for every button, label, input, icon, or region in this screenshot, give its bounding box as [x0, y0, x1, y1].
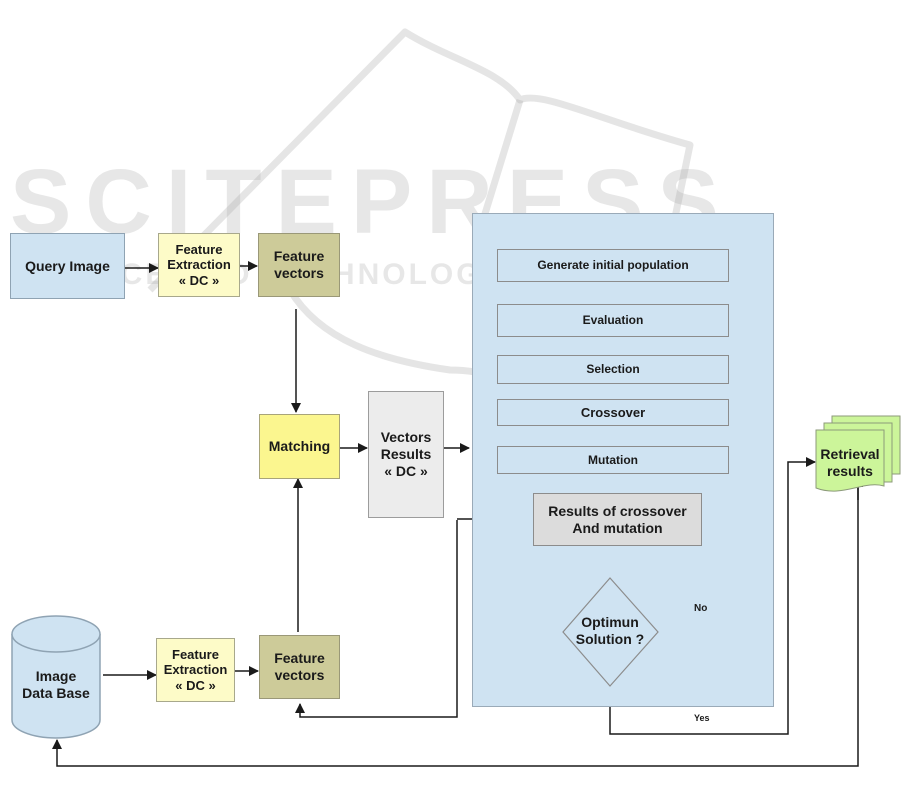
ga-step-selection: Selection	[497, 355, 729, 384]
results-line1: Results of crossover	[548, 502, 687, 519]
feature-vectors-top-line1: Feature	[273, 248, 325, 265]
arrow-yes-to-retrieval	[609, 457, 816, 735]
feature-extraction-top-line3: « DC »	[178, 272, 220, 288]
vectors-results-line2: Results	[380, 446, 432, 463]
feature-extraction-bottom-line3: « DC »	[175, 677, 216, 693]
results-line2: And mutation	[572, 519, 663, 536]
ga-step-evaluation: Evaluation	[497, 304, 729, 337]
ga-step-generate: Generate initial population	[497, 249, 729, 282]
query-image-label: Query Image	[25, 257, 110, 274]
feature-extraction-top-node: Feature Extraction « DC »	[158, 233, 240, 297]
retrieval-documents-icon	[815, 415, 901, 492]
retrieval-results-line2: results	[827, 463, 873, 479]
ga-step-selection-label: Selection	[586, 362, 640, 377]
ga-step-mutation-label: Mutation	[588, 452, 638, 467]
query-image-node: Query Image	[10, 233, 125, 299]
feature-extraction-top-line1: Feature	[175, 241, 223, 257]
decision-line1: Optimun	[581, 614, 639, 631]
vectors-results-line1: Vectors	[380, 429, 432, 446]
feature-vectors-bottom-node: Feature vectors	[259, 635, 340, 699]
image-database-line2: Data Base	[22, 685, 90, 701]
feature-extraction-bottom-line2: Extraction	[163, 662, 228, 678]
ga-step-evaluation-label: Evaluation	[582, 313, 644, 328]
feature-vectors-top-node: Feature vectors	[258, 233, 340, 297]
feature-extraction-bottom-node: Feature Extraction « DC »	[156, 638, 235, 702]
feature-extraction-bottom-line1: Feature	[172, 646, 219, 662]
matching-label: Matching	[268, 438, 331, 455]
decision-line2: Solution ?	[575, 631, 645, 647]
ga-step-crossover: Crossover	[497, 399, 729, 426]
feature-vectors-bottom-line2: vectors	[274, 667, 325, 683]
image-database-line1: Image	[35, 668, 77, 685]
decision-diamond-icon	[562, 577, 659, 687]
matching-node: Matching	[259, 414, 340, 479]
image-database-node: Image Data Base	[12, 660, 100, 710]
vectors-results-node: Vectors Results « DC »	[368, 391, 444, 518]
no-label: No	[694, 603, 708, 614]
decision-node: Optimun Solution ?	[561, 608, 659, 654]
vectors-results-line3: « DC »	[384, 462, 428, 479]
arrow-ga-to-vectors-bottom	[295, 520, 458, 718]
crossover-mutation-results-node: Results of crossover And mutation	[533, 493, 702, 546]
feature-vectors-bottom-line1: Feature	[274, 650, 325, 667]
feature-vectors-top-line2: vectors	[274, 265, 324, 281]
ga-step-mutation: Mutation	[497, 446, 729, 474]
database-cylinder-icon	[11, 615, 101, 739]
ga-step-generate-label: Generate initial population	[537, 258, 689, 273]
retrieval-results-line1: Retrieval	[820, 446, 880, 463]
retrieval-results-node: Retrieval results	[815, 443, 885, 483]
feature-extraction-top-line2: Extraction	[167, 257, 231, 273]
yes-label: Yes	[694, 713, 710, 723]
arrow-retrieval-to-db	[52, 481, 859, 767]
ga-step-crossover-label: Crossover	[580, 404, 646, 420]
